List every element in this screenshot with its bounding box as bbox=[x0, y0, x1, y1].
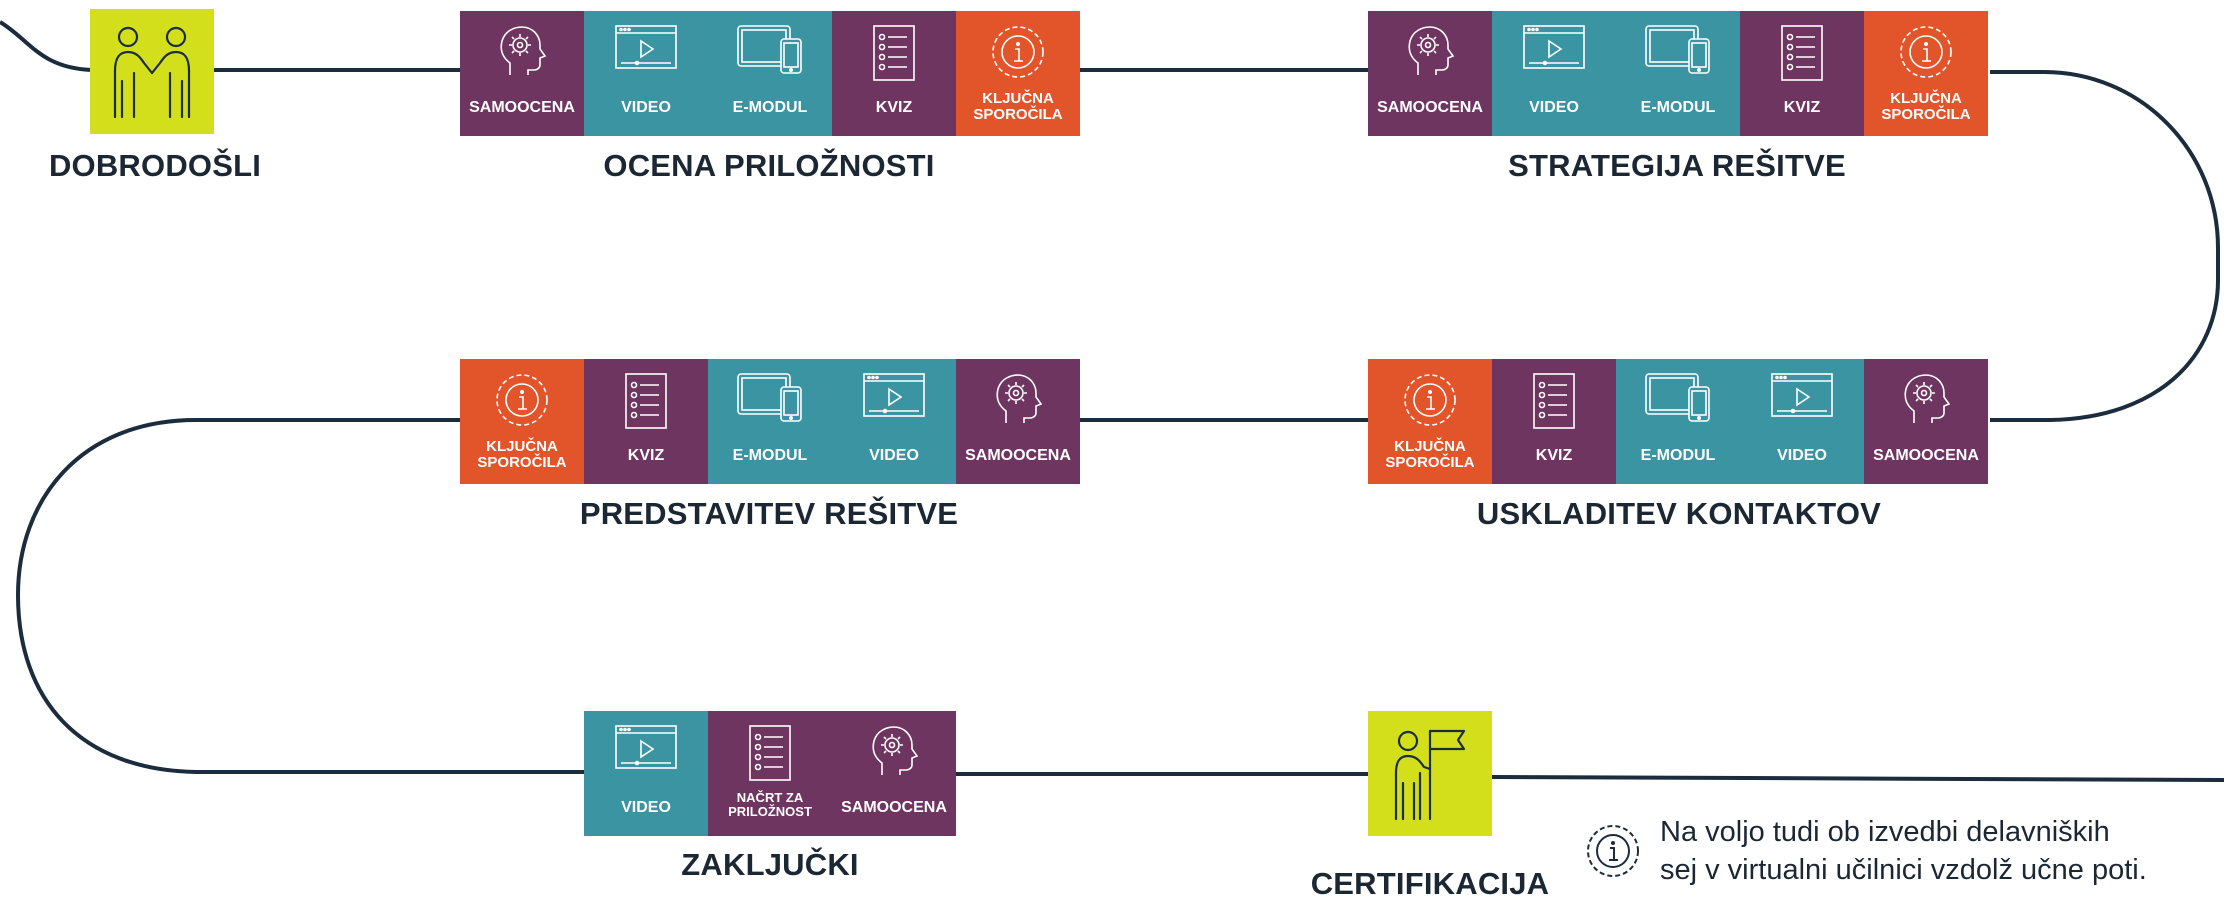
tile-label: E-MODUL bbox=[1640, 99, 1716, 116]
video-player-icon bbox=[615, 25, 677, 69]
tile-e-modul[interactable]: E-MODUL bbox=[1616, 11, 1740, 136]
tile-label: VIDEO bbox=[621, 799, 671, 816]
stage-title-certifikacija: CERTIFIKACIJA bbox=[1310, 866, 1550, 901]
tile-video[interactable]: VIDEO bbox=[584, 711, 708, 836]
checklist-icon bbox=[873, 25, 915, 81]
tile-label: SAMOOCENA bbox=[1377, 99, 1483, 116]
checklist-icon bbox=[749, 725, 791, 781]
tile-video[interactable]: VIDEO bbox=[1492, 11, 1616, 136]
video-player-icon bbox=[615, 725, 677, 769]
stage-title-predstavitev: PREDSTAVITEV REŠITVE bbox=[579, 496, 959, 531]
handshake-people-icon bbox=[113, 26, 191, 119]
info-icon bbox=[496, 374, 548, 426]
tile-e-modul[interactable]: E-MODUL bbox=[708, 359, 832, 484]
welcome-milestone[interactable] bbox=[90, 9, 214, 134]
video-player-icon bbox=[1771, 373, 1833, 417]
tile-label: VIDEO bbox=[869, 447, 919, 464]
tablet-phone-icon bbox=[1645, 25, 1710, 74]
head-gear-icon bbox=[996, 374, 1043, 423]
head-gear-icon bbox=[1408, 26, 1455, 75]
tile-samoocena[interactable]: SAMOOCENA bbox=[956, 359, 1080, 484]
head-gear-icon bbox=[1904, 374, 1951, 423]
tile-video[interactable]: VIDEO bbox=[832, 359, 956, 484]
video-player-icon bbox=[1523, 25, 1585, 69]
info-icon bbox=[1900, 26, 1952, 78]
info-icon bbox=[1404, 374, 1456, 426]
note-line-1: Na voljo tudi ob izvedbi delavniških bbox=[1660, 816, 2110, 848]
note-line-2: sej v virtualni učilnici vzdolž učne pot… bbox=[1660, 854, 2147, 886]
tile-e-modul[interactable]: E-MODUL bbox=[708, 11, 832, 136]
video-player-icon bbox=[863, 373, 925, 417]
tile-label: E-MODUL bbox=[732, 99, 808, 116]
tile-label: KVIZ bbox=[627, 447, 665, 464]
tile-label: E-MODUL bbox=[1640, 447, 1716, 464]
tile-samoocena[interactable]: SAMOOCENA bbox=[460, 11, 584, 136]
head-gear-icon bbox=[500, 26, 547, 75]
note-info-icon bbox=[1587, 825, 1639, 877]
certification-milestone[interactable] bbox=[1368, 711, 1492, 836]
tile-label: SAMOOCENA bbox=[1873, 447, 1979, 464]
tile-samoocena[interactable]: SAMOOCENA bbox=[832, 711, 956, 836]
tile-label: VIDEO bbox=[1529, 99, 1579, 116]
tile-label: E-MODUL bbox=[732, 447, 808, 464]
tile-samoocena[interactable]: SAMOOCENA bbox=[1368, 11, 1492, 136]
tile-samoocena[interactable]: SAMOOCENA bbox=[1864, 359, 1988, 484]
tile-label: SAMOOCENA bbox=[469, 99, 575, 116]
tile-video[interactable]: VIDEO bbox=[1740, 359, 1864, 484]
checklist-icon bbox=[1781, 25, 1823, 81]
tablet-phone-icon bbox=[737, 373, 802, 422]
tile-kviz[interactable]: KVIZ bbox=[832, 11, 956, 136]
stage-title-ocena: OCENA PRILOŽNOSTI bbox=[603, 148, 935, 183]
person-flag-icon bbox=[1394, 729, 1466, 821]
tile-e-modul[interactable]: E-MODUL bbox=[1616, 359, 1740, 484]
stage-title-zakljucki: ZAKLJUČKI bbox=[681, 847, 859, 882]
workshop-note: Na voljo tudi ob izvedbi delavniških sej… bbox=[1660, 813, 2147, 889]
tablet-phone-icon bbox=[737, 25, 802, 74]
tile-label: KVIZ bbox=[875, 99, 913, 116]
tile-label: VIDEO bbox=[1777, 447, 1827, 464]
info-icon bbox=[992, 26, 1044, 78]
checklist-icon bbox=[1533, 373, 1575, 429]
tablet-phone-icon bbox=[1645, 373, 1710, 422]
stage-title-welcome: DOBRODOŠLI bbox=[48, 148, 262, 183]
head-gear-icon bbox=[872, 726, 919, 775]
tile-kviz[interactable]: KVIZ bbox=[584, 359, 708, 484]
checklist-icon bbox=[625, 373, 667, 429]
tile-label: VIDEO bbox=[621, 99, 671, 116]
tile-kviz[interactable]: KVIZ bbox=[1740, 11, 1864, 136]
tile-label: KVIZ bbox=[1535, 447, 1573, 464]
tile-label: SAMOOCENA bbox=[965, 447, 1071, 464]
tile-video[interactable]: VIDEO bbox=[584, 11, 708, 136]
tile-label: SAMOOCENA bbox=[841, 799, 947, 816]
stage-title-strategija: STRATEGIJA REŠITVE bbox=[1508, 148, 1846, 183]
tile-label: KVIZ bbox=[1783, 99, 1821, 116]
tile-kviz[interactable]: KVIZ bbox=[1492, 359, 1616, 484]
stage-title-uskladitev: USKLADITEV KONTAKTOV bbox=[1476, 496, 1882, 531]
